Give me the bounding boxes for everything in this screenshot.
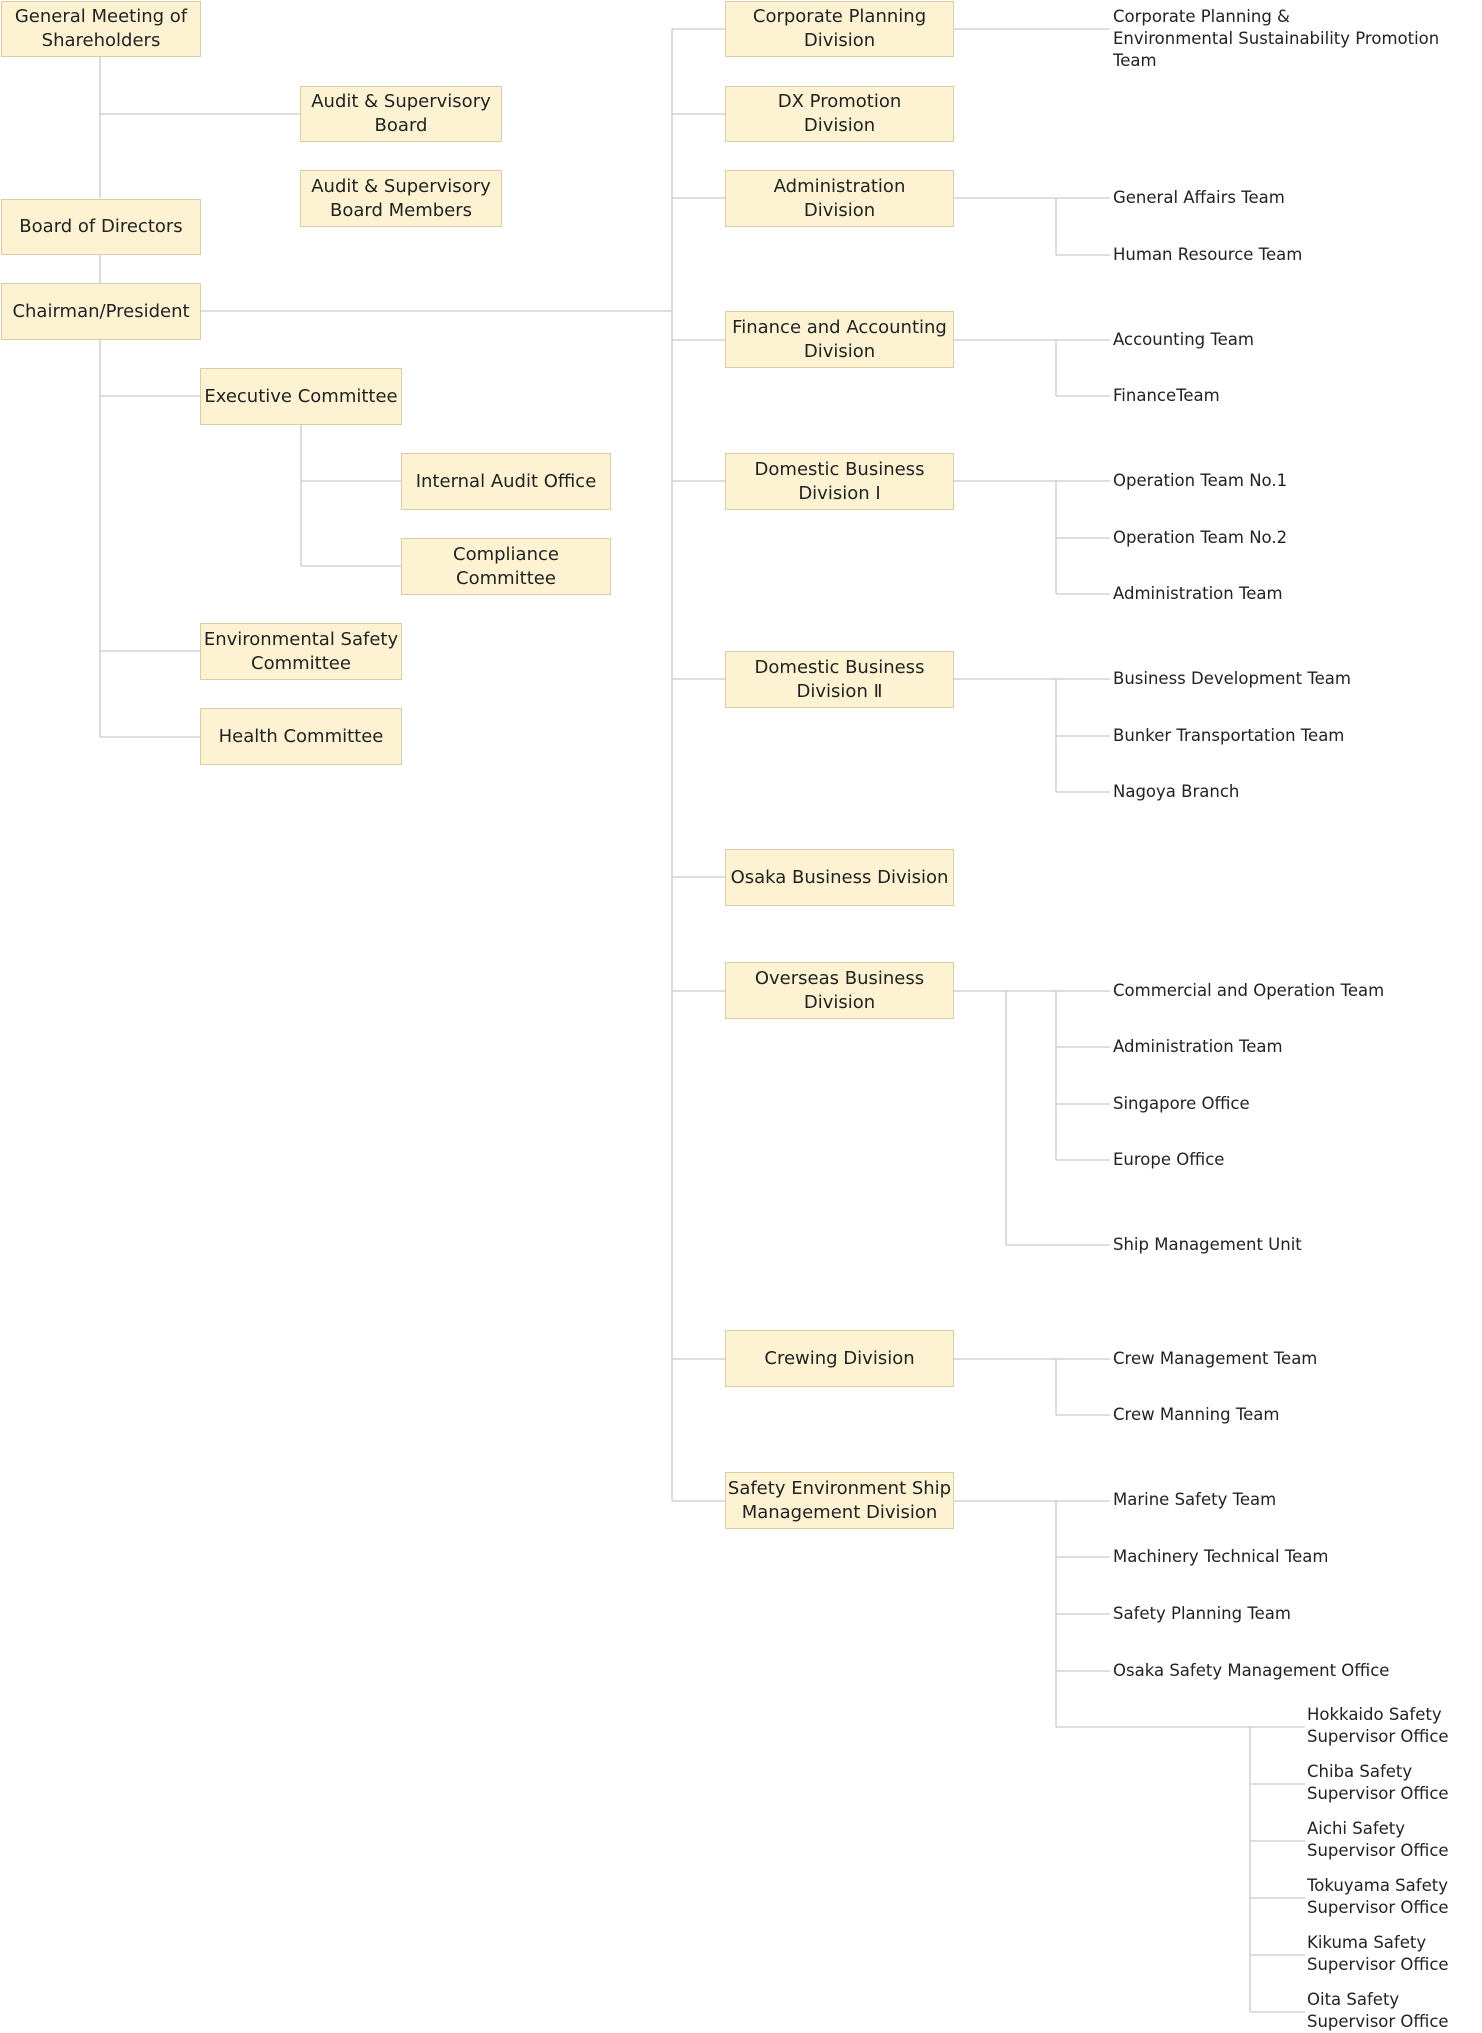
team-corp-sustainability: Corporate Planning & Environmental Susta… [1113,7,1440,70]
box-environmental-safety: Environmental Safety Committee [200,623,402,680]
team-machinery-technical: Machinery Technical Team [1113,1547,1329,1566]
team-overseas-administration: Administration Team [1113,1037,1283,1056]
team-finance: FinanceTeam [1113,386,1220,405]
office-oita: Oita Safety Supervisor Office [1307,1990,1449,2031]
team-marine-safety: Marine Safety Team [1113,1490,1277,1509]
team-crew-management: Crew Management Team [1113,1349,1318,1368]
box-board-of-directors: Board of Directors [1,199,201,255]
box-compliance-committee: Compliance Committee [401,538,611,595]
division-domestic-2: Domestic Business Division Ⅱ [725,651,954,708]
division-overseas-business: Overseas Business Division [725,962,954,1019]
office-aichi: Aichi Safety Supervisor Office [1307,1819,1449,1860]
team-accounting: Accounting Team [1113,330,1254,349]
box-chairman-president: Chairman/President [1,283,201,340]
office-tokuyama: Tokuyama Safety Supervisor Office [1307,1876,1449,1917]
team-domestic-administration: Administration Team [1113,584,1283,603]
team-ship-management-unit: Ship Management Unit [1113,1235,1302,1254]
team-singapore-office: Singapore Office [1113,1094,1250,1113]
box-executive-committee: Executive Committee [200,368,402,425]
team-europe-office: Europe Office [1113,1150,1225,1169]
division-domestic-1: Domestic Business Division Ⅰ [725,453,954,510]
box-internal-audit: Internal Audit Office [401,453,611,510]
box-shareholders: General Meeting of Shareholders [1,1,201,57]
division-dx-promotion: DX Promotion Division [725,86,954,142]
team-operation-1: Operation Team No.1 [1113,471,1288,490]
team-operation-2: Operation Team No.2 [1113,528,1288,547]
team-nagoya-branch: Nagoya Branch [1113,782,1240,801]
division-safety-environment: Safety Environment Ship Management Divis… [725,1472,954,1529]
division-crewing: Crewing Division [725,1330,954,1387]
box-health-committee: Health Committee [200,708,402,765]
office-chiba: Chiba Safety Supervisor Office [1307,1762,1449,1803]
team-bunker-transportation: Bunker Transportation Team [1113,726,1345,745]
team-commercial-operation: Commercial and Operation Team [1113,981,1385,1000]
box-audit-members: Audit & Supervisory Board Members [300,170,502,227]
team-safety-planning: Safety Planning Team [1113,1604,1291,1623]
team-general-affairs: General Affairs Team [1113,188,1285,207]
division-osaka-business: Osaka Business Division [725,849,954,906]
team-human-resource: Human Resource Team [1113,245,1303,264]
office-hokkaido: Hokkaido Safety Supervisor Office [1307,1705,1449,1746]
team-osaka-safety-management: Osaka Safety Management Office [1113,1661,1390,1680]
division-finance-accounting: Finance and Accounting Division [725,311,954,368]
division-administration: Administration Division [725,170,954,227]
team-business-development: Business Development Team [1113,669,1351,688]
team-crew-manning: Crew Manning Team [1113,1405,1280,1424]
box-audit-board: Audit & Supervisory Board [300,86,502,142]
division-corporate-planning: Corporate Planning Division [725,1,954,57]
office-kikuma: Kikuma Safety Supervisor Office [1307,1933,1449,1974]
